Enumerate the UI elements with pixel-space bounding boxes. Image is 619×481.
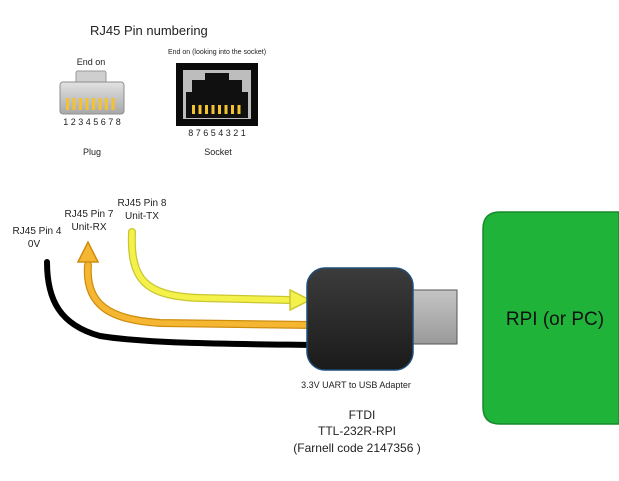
rpi-label: RPI (or PC)	[505, 309, 605, 330]
plug-label: Plug	[82, 147, 102, 157]
pin4-label-line1: RJ45 Pin 4	[12, 226, 62, 237]
socket-label: Socket	[204, 147, 232, 157]
rj45-socket-icon	[176, 63, 258, 126]
usb-adapter-body	[306, 267, 414, 371]
pin8-label-line1: RJ45 Pin 8	[117, 198, 167, 209]
page-title: RJ45 Pin numbering	[90, 23, 208, 38]
rx-arrowhead	[76, 240, 100, 263]
socket-contacts	[192, 105, 241, 114]
plug-contacts	[66, 98, 115, 110]
pin8-label-line2: Unit-TX	[125, 211, 159, 222]
socket-pin-numbers: 8 7 6 5 4 3 2 1	[188, 128, 246, 138]
wire-pin7-unit-rx	[76, 240, 316, 329]
wire-pin4-0v	[44, 259, 318, 348]
rj45-plug-icon	[59, 70, 125, 115]
pin7-label-line1: RJ45 Pin 7	[64, 209, 114, 220]
tx-arrowhead	[289, 288, 312, 312]
adapter-name-line3: (Farnell code 2147356 )	[293, 441, 421, 455]
adapter-name-line1: FTDI	[348, 408, 376, 422]
pin7-label-line2: Unit-RX	[71, 222, 107, 233]
adapter-caption: 3.3V UART to USB Adapter	[301, 380, 411, 390]
socket-caption-top: End on (looking into the socket)	[167, 49, 267, 56]
plug-pin-numbers: 1 2 3 4 5 6 7 8	[63, 117, 121, 127]
wire-pin8-unit-tx	[127, 228, 312, 312]
adapter-name-line2: TTL-232R-RPI	[317, 424, 397, 438]
plug-caption-top: End on	[76, 57, 106, 67]
usb-connector	[411, 289, 458, 345]
pin4-label-line2: 0V	[27, 239, 41, 250]
rpi-board	[482, 211, 619, 425]
